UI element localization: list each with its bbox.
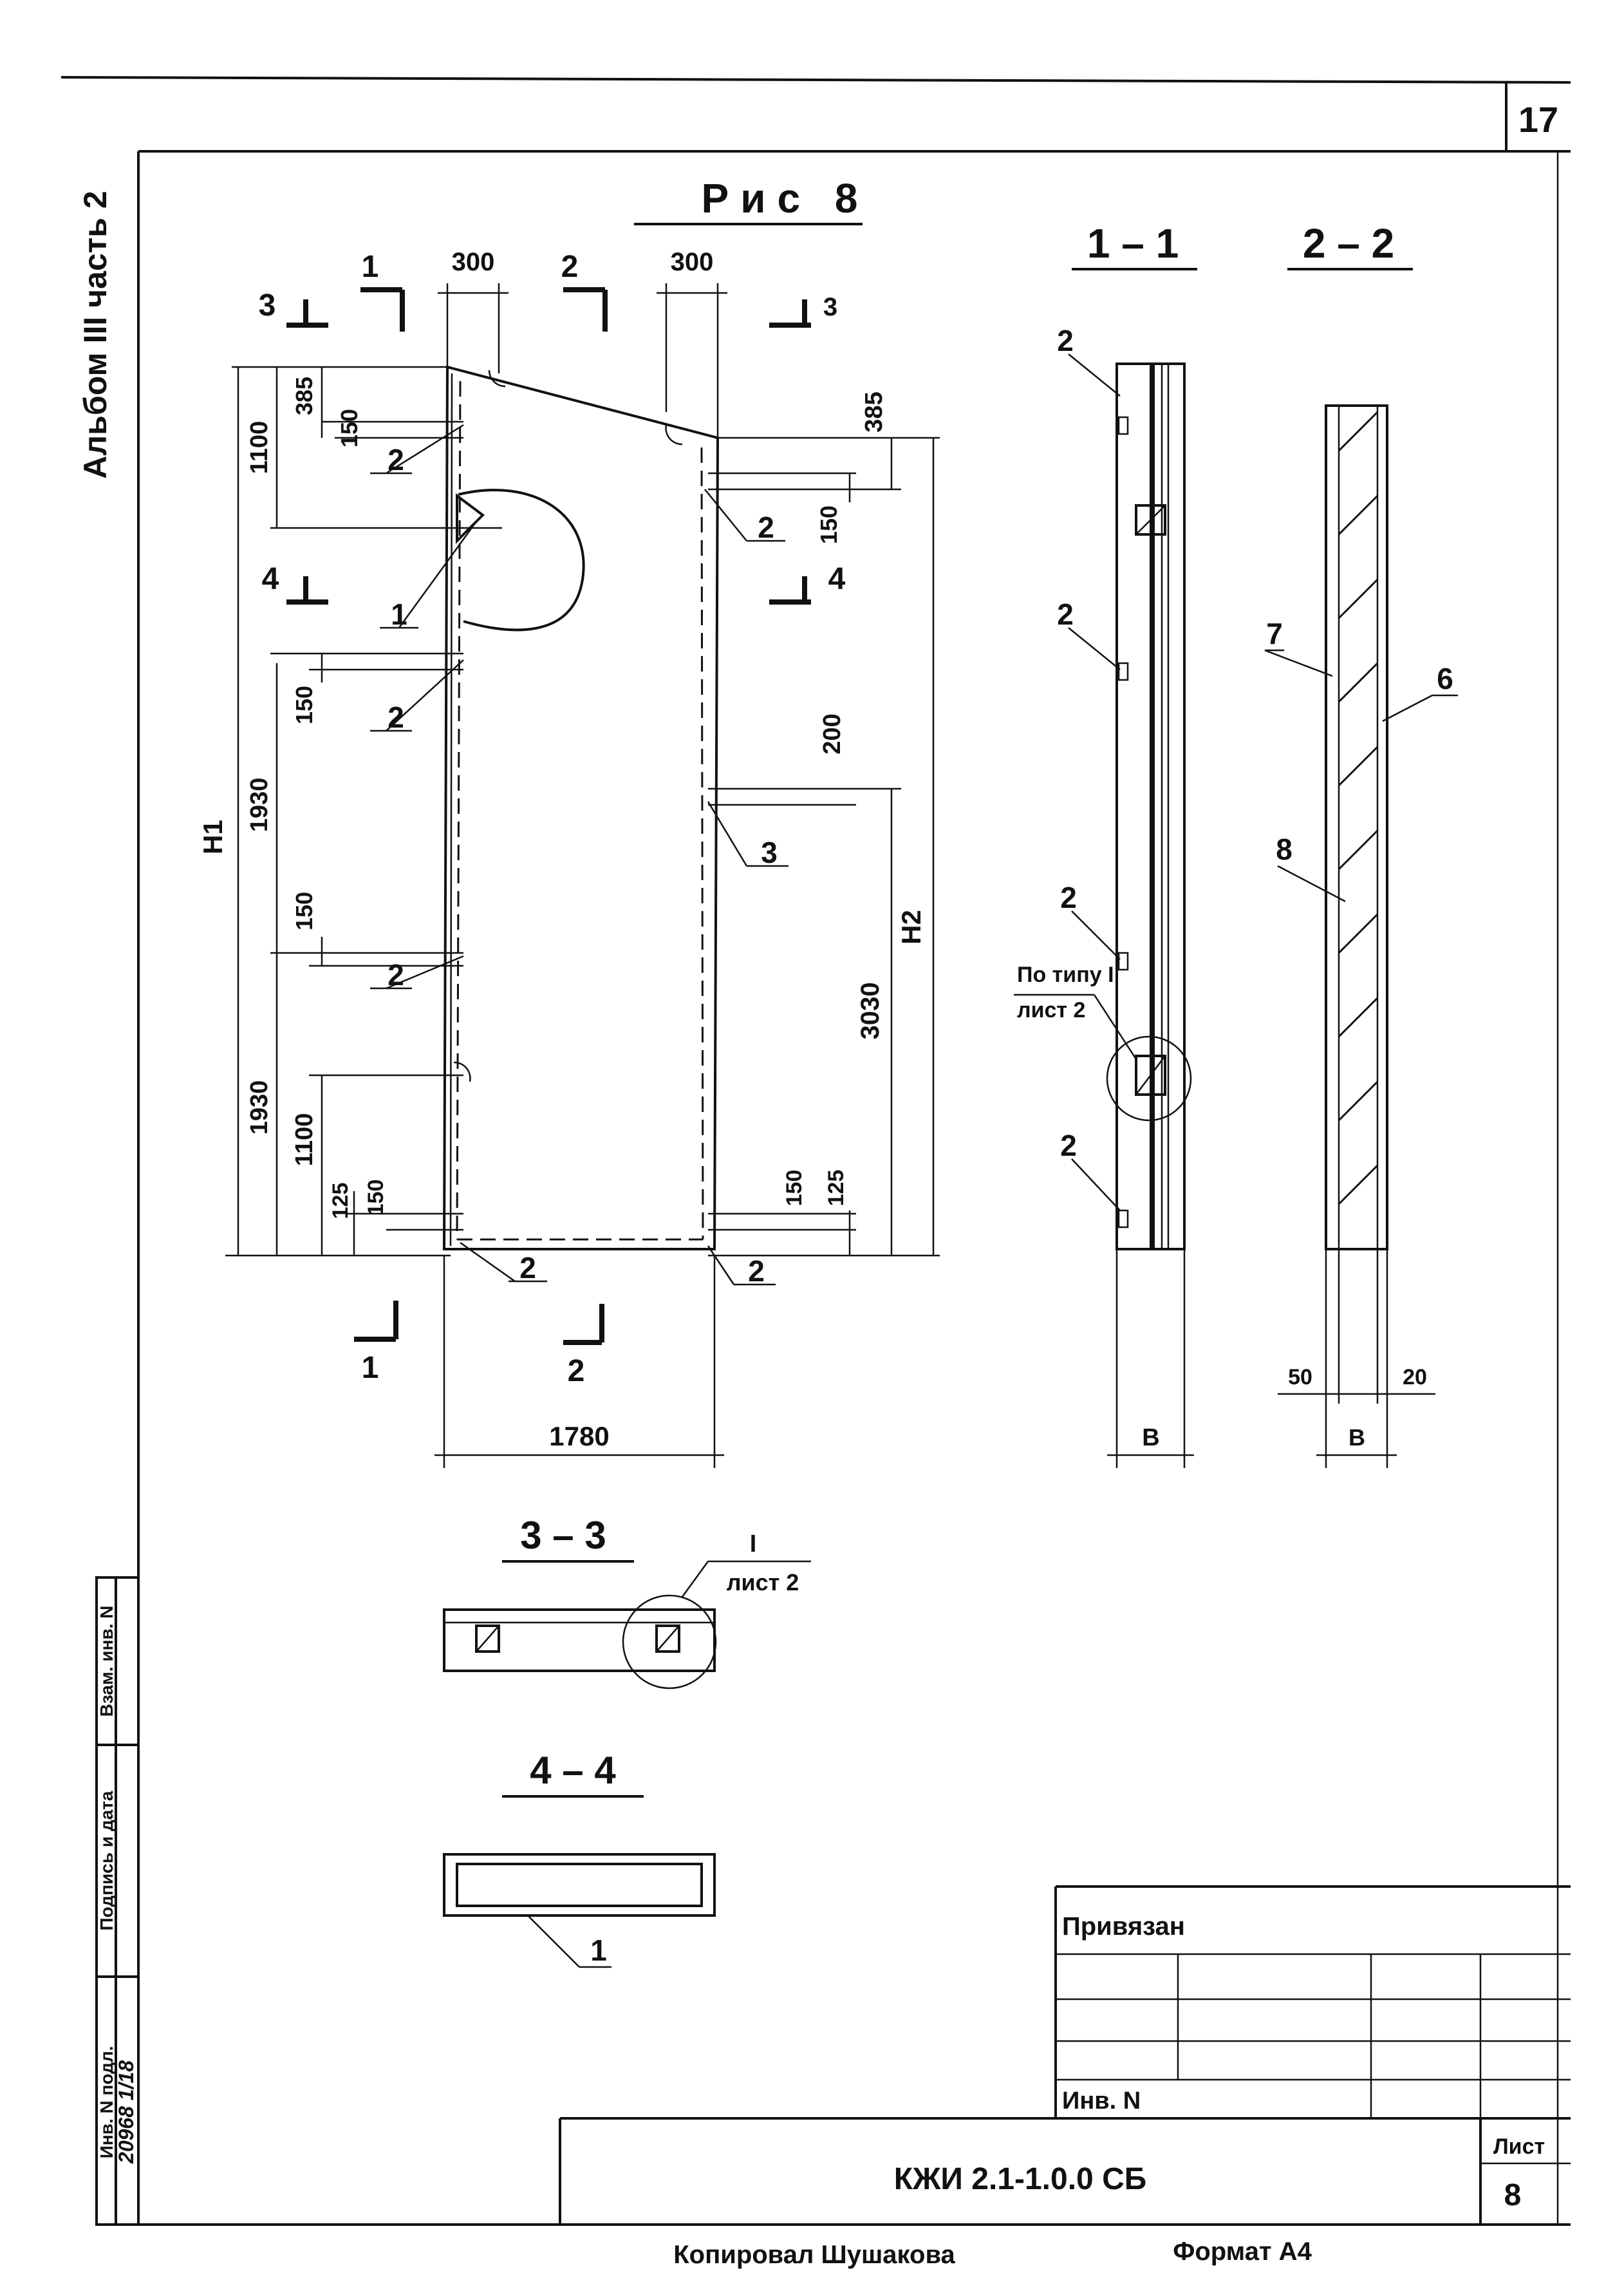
dim-1100-top: 1100 — [246, 421, 273, 474]
sheet-number: 17 — [1518, 99, 1558, 140]
section-3-3-title: 3 – 3 — [520, 1514, 606, 1557]
callout-3: 3 — [761, 836, 778, 869]
cut-1-bottom: 1 — [362, 1351, 379, 1385]
footer-copied: Копировал Шушакова — [673, 2241, 955, 2269]
title-block — [559, 1885, 1571, 2225]
dim-200-right: 200 — [819, 713, 846, 754]
dim-h2: H2 — [896, 910, 926, 945]
side-stamp-col3: Взам. инв. N — [97, 1606, 117, 1717]
section-2-2-callout-7: 7 — [1266, 617, 1283, 650]
dim-1780: 1780 — [549, 1421, 609, 1451]
dim-1100-bottom: 1100 — [291, 1113, 318, 1166]
section-1-1-callout-2-a: 2 — [1057, 324, 1074, 357]
section-1-1-callout-2-d: 2 — [1060, 1129, 1077, 1162]
section-1-1-dim-b: B — [1142, 1424, 1159, 1451]
title-inv: Инв. N — [1062, 2087, 1141, 2114]
cut-3-right: 3 — [823, 293, 837, 321]
title-linked: Привязан — [1062, 1912, 1185, 1941]
dims-left: H1 1100 385 150 150 1930 150 1930 1100 1… — [198, 366, 502, 1257]
section-2-2-dim-b: B — [1349, 1424, 1365, 1451]
section-4-4-callout-1: 1 — [590, 1934, 607, 1967]
footer-format: Формат А4 — [1173, 2237, 1312, 2266]
section-3-3-view — [443, 1561, 717, 1690]
side-stamp-inv-value: 20968 1/18 — [115, 2060, 138, 2164]
section-2-2-title: 2 – 2 — [1303, 220, 1394, 267]
section-1-1-callout-2-b: 2 — [1057, 598, 1074, 631]
section-2-2-dim-20: 20 — [1403, 1365, 1427, 1389]
callout-2-b: 2 — [387, 701, 404, 734]
dim-150-left-top: 150 — [336, 409, 362, 447]
section-4-4-view — [443, 1853, 716, 1968]
dim-125-left: 125 — [328, 1183, 353, 1219]
callout-1: 1 — [391, 598, 407, 631]
dims-right: 385 150 200 H2 3030 150 125 — [708, 391, 940, 1257]
dim-385-right: 385 — [861, 391, 888, 432]
panel-elevation — [442, 365, 720, 1250]
figure-title: Рис 8 — [702, 175, 870, 221]
dim-3030: 3030 — [856, 983, 884, 1040]
dim-h1: H1 — [198, 820, 228, 854]
dim-150-mid-a: 150 — [291, 686, 317, 724]
detail-ref-line1: I — [750, 1530, 757, 1558]
dim-300-right: 300 — [671, 248, 714, 276]
cut-1-top: 1 — [362, 250, 379, 284]
cut-2-top: 2 — [561, 250, 579, 284]
cut-4-right: 4 — [828, 562, 846, 596]
elevation-leaders — [370, 424, 789, 1286]
dim-1930-top: 1930 — [246, 778, 273, 833]
dim-150-mid-b: 150 — [291, 892, 317, 930]
section-2-2-callout-6: 6 — [1437, 662, 1453, 695]
section-2-2-dim-50: 50 — [1288, 1365, 1312, 1389]
side-stamp — [95, 1576, 140, 2226]
elevation-callouts: 2 1 2 2 2 3 2 2 — [387, 443, 778, 1288]
dim-1930-bottom: 1930 — [246, 1080, 273, 1135]
dim-385-left: 385 — [291, 377, 317, 415]
dims-bottom: 1780 — [434, 1256, 724, 1468]
dims-top: 300 300 — [438, 248, 727, 438]
callout-2-e: 2 — [519, 1251, 536, 1285]
cut-marks: 3 1 2 3 4 4 1 2 — [259, 250, 846, 1388]
cut-4-left: 4 — [262, 562, 279, 596]
dim-300-left: 300 — [452, 248, 495, 276]
section-1-1-callout-2-c: 2 — [1060, 881, 1077, 914]
dim-150-left-bottom: 150 — [364, 1180, 388, 1216]
by-type-ref-line1: По типу I — [1017, 963, 1114, 987]
callout-2-f: 2 — [748, 1254, 765, 1288]
title-code: КЖИ 2.1-1.0.0 СБ — [894, 2162, 1146, 2196]
callout-2-c: 2 — [387, 958, 404, 992]
dim-125-right: 125 — [824, 1170, 848, 1207]
detail-ref-line2: лист 2 — [727, 1569, 799, 1596]
by-type-ref-line2: лист 2 — [1017, 998, 1085, 1022]
side-stamp-col1: Инв. N подл. — [97, 2046, 117, 2159]
cut-3-left: 3 — [259, 288, 276, 323]
section-2-2-view — [1264, 404, 1458, 1468]
callout-2-d: 2 — [758, 511, 774, 544]
section-1-1-view — [1014, 353, 1194, 1468]
section-2-2-callout-8: 8 — [1276, 833, 1293, 866]
dim-150-right-bottom: 150 — [782, 1170, 807, 1207]
callout-2-a: 2 — [387, 443, 404, 476]
title-sheet-value: 8 — [1504, 2178, 1522, 2212]
section-4-4-title: 4 – 4 — [530, 1749, 616, 1792]
dim-150-right: 150 — [816, 505, 842, 544]
title-sheet-label: Лист — [1493, 2134, 1545, 2159]
section-1-1-title: 1 – 1 — [1087, 220, 1179, 267]
sheet-frame — [61, 76, 1571, 2226]
album-label: Альбом III часть 2 — [77, 191, 113, 478]
cut-2-bottom: 2 — [568, 1354, 585, 1388]
side-stamp-col2: Подпись и дата — [97, 1791, 117, 1930]
